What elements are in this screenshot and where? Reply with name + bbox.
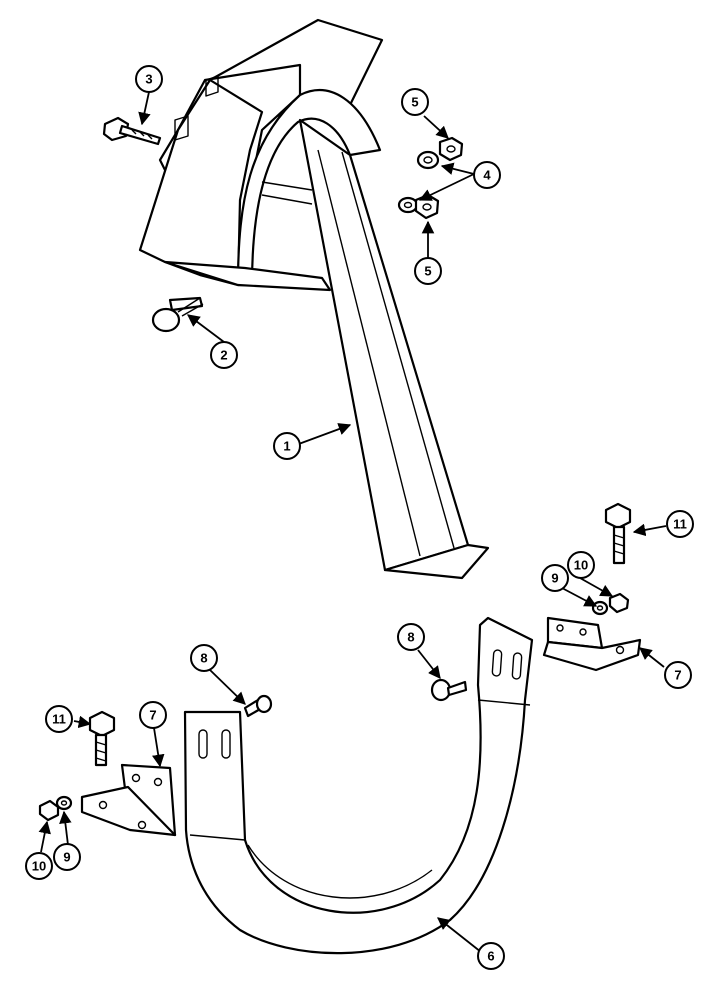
washer-nut-right xyxy=(591,592,630,616)
u-strap xyxy=(183,616,534,955)
callout-4: 4 xyxy=(473,161,501,189)
svg-text:9: 9 xyxy=(63,850,70,865)
callout-9-right: 9 xyxy=(541,564,569,592)
callout-5-top: 5 xyxy=(401,88,429,116)
svg-text:11: 11 xyxy=(52,712,66,727)
svg-text:8: 8 xyxy=(407,630,414,645)
washer-nut-left xyxy=(38,795,73,822)
angle-bracket-left xyxy=(80,763,177,837)
flange-bolt-3 xyxy=(102,116,162,146)
svg-text:3: 3 xyxy=(145,72,152,87)
svg-text:2: 2 xyxy=(220,348,227,363)
nut-washer-lower xyxy=(397,193,440,220)
hex-bolt-right xyxy=(604,502,632,565)
svg-text:5: 5 xyxy=(424,264,431,279)
callout-9-left: 9 xyxy=(53,843,81,871)
callout-7-left: 7 xyxy=(139,701,167,729)
callout-8-left: 8 xyxy=(190,644,218,672)
svg-text:10: 10 xyxy=(32,859,46,874)
nut-washer-upper xyxy=(416,136,464,170)
callout-5-bottom: 5 xyxy=(414,257,442,285)
callout-8-right: 8 xyxy=(397,623,425,651)
hex-bolt-left xyxy=(88,710,116,767)
svg-text:10: 10 xyxy=(574,558,588,573)
leader-lines xyxy=(38,91,667,953)
fender-support xyxy=(138,18,490,580)
svg-text:5: 5 xyxy=(411,95,418,110)
svg-text:7: 7 xyxy=(149,708,156,723)
callout-1: 1 xyxy=(273,432,301,460)
callout-6: 6 xyxy=(477,942,505,970)
svg-text:1: 1 xyxy=(283,439,290,454)
svg-text:8: 8 xyxy=(200,651,207,666)
svg-text:4: 4 xyxy=(483,168,491,183)
callout-10-left: 10 xyxy=(25,852,53,880)
angle-bracket-right xyxy=(542,616,642,672)
carriage-bolt-8-left xyxy=(243,694,273,718)
callout-3: 3 xyxy=(135,65,163,93)
svg-text:11: 11 xyxy=(673,517,687,532)
svg-text:9: 9 xyxy=(551,571,558,586)
carriage-bolt-2 xyxy=(151,296,204,333)
svg-text:6: 6 xyxy=(487,949,494,964)
svg-text:7: 7 xyxy=(674,668,681,683)
carriage-bolt-8-right xyxy=(430,678,468,702)
callout-7-right: 7 xyxy=(664,661,692,689)
callout-11-right: 11 xyxy=(666,510,694,538)
callout-2: 2 xyxy=(210,341,238,369)
callout-11-left: 11 xyxy=(45,705,73,733)
callout-10-right: 10 xyxy=(567,551,595,579)
